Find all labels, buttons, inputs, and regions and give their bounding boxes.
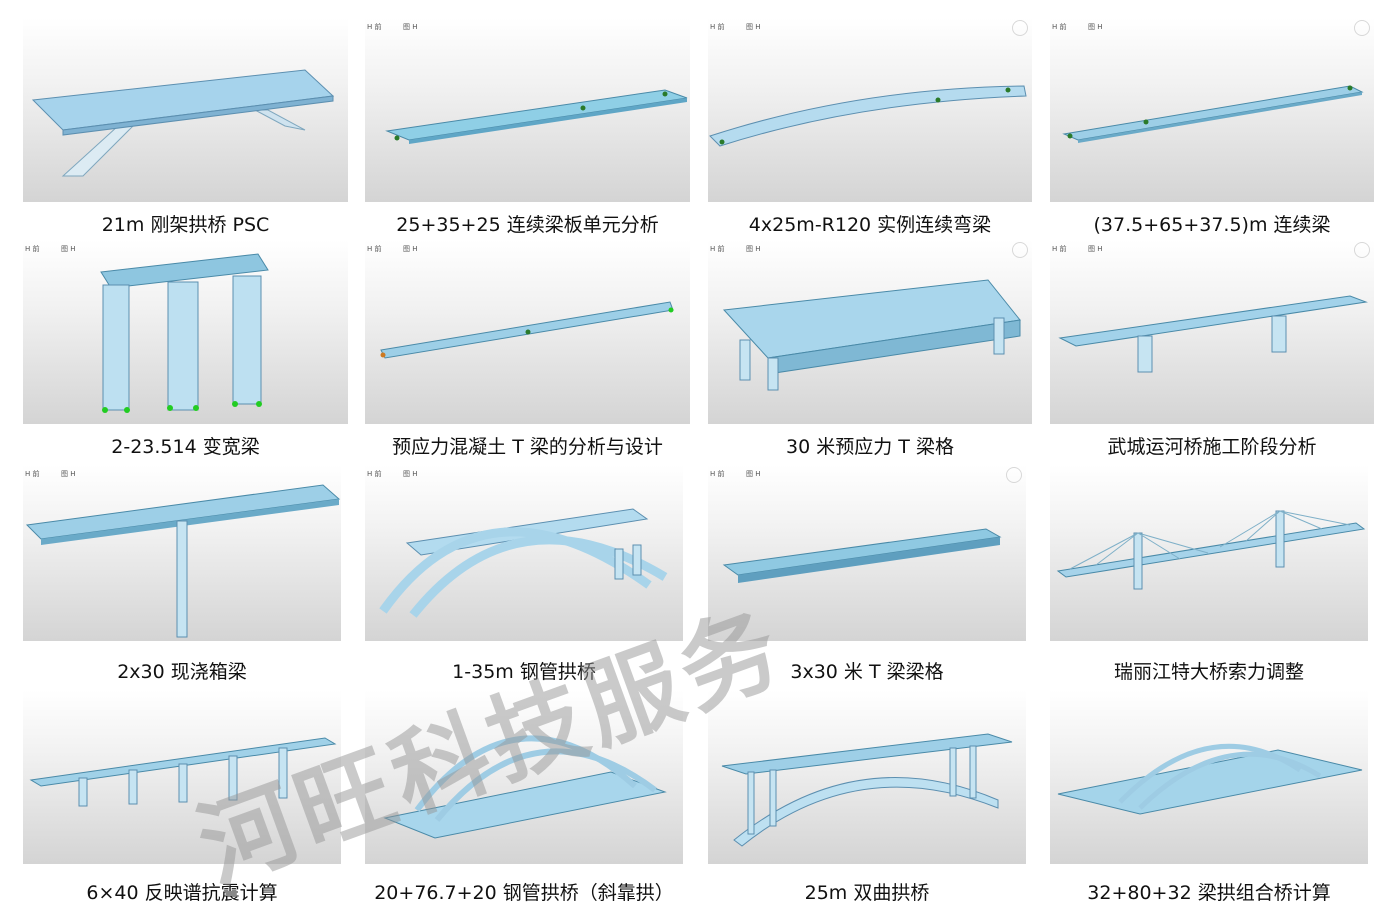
gallery-card[interactable]: 瑞丽江特大桥索力调整 (1050, 465, 1368, 687)
viewport-tag-left: H 前 (25, 245, 40, 253)
viewport-tag-right: 图 H (746, 23, 761, 31)
viewport-tag-left: H 前 (710, 470, 725, 478)
gallery-card[interactable]: H 前 图 H 武城运河桥施工阶段分析 (1050, 240, 1374, 462)
viewport-tag-right: 图 H (61, 470, 76, 478)
bridge-thumbnail (23, 690, 341, 864)
gallery-card[interactable]: 32+80+32 梁拱组合桥计算 (1050, 690, 1368, 910)
card-caption: 21m 刚架拱桥 PSC (101, 214, 270, 236)
viewport-tag-right: 图 H (1088, 245, 1103, 253)
card-caption: 预应力混凝土 T 梁的分析与设计 (392, 436, 663, 458)
viewport-tag-right: 图 H (61, 245, 76, 253)
bridge-thumbnail (23, 18, 348, 202)
bridge-thumbnail: H 前 图 H (1050, 240, 1374, 424)
deck-plate-model (385, 89, 688, 144)
card-caption: (37.5+65+37.5)m 连续梁 (1093, 214, 1331, 236)
card-caption: 1-35m 钢管拱桥 (452, 661, 596, 683)
card-caption: 20+76.7+20 钢管拱桥（斜靠拱） (374, 882, 674, 904)
t-beam-model (380, 301, 674, 359)
viewport-tag-left: H 前 (710, 23, 725, 31)
inclined-arch-model (383, 735, 667, 839)
logo-icon (1354, 20, 1370, 36)
viewport-tag-right: 图 H (403, 23, 418, 31)
t-grillage-3-model (722, 528, 1002, 583)
card-caption: 25m 双曲拱桥 (804, 882, 930, 904)
bridge-thumbnail: H 前 图 H (365, 18, 690, 202)
multi-pier-model (29, 737, 337, 807)
gallery-card[interactable]: H 前 图 H 3x30 米 T 梁梁格 (708, 465, 1026, 687)
bridge-thumbnail (708, 690, 1026, 864)
viewport-tag-right: 图 H (1088, 23, 1103, 31)
gallery-card[interactable]: 21m 刚架拱桥 PSC (23, 18, 348, 240)
logo-icon (1012, 242, 1028, 258)
bridge-thumbnail: H 前 图 H (708, 240, 1032, 424)
bridge-thumbnail: H 前 图 H (365, 240, 690, 424)
card-caption: 2-23.514 变宽梁 (111, 436, 260, 458)
bridge-thumbnail (365, 690, 683, 864)
gallery-card[interactable]: H 前 图 H 预应力混凝土 T 梁的分析与设计 (365, 240, 690, 462)
continuous-beam-model (1062, 85, 1364, 143)
gallery-card[interactable]: 25m 双曲拱桥 (708, 690, 1026, 910)
viewport-tag-right: 图 H (403, 245, 418, 253)
gallery-card[interactable]: H 前 图 H 4x25m-R120 实例连续弯梁 (708, 18, 1032, 240)
box-girder-model (25, 484, 341, 638)
card-caption: 25+35+25 连续梁板单元分析 (396, 214, 659, 236)
t-grillage-model (722, 279, 1021, 391)
bridge-thumbnail: H 前 图 H (23, 240, 348, 424)
viewport-tag-left: H 前 (1052, 23, 1067, 31)
card-caption: 32+80+32 梁拱组合桥计算 (1087, 882, 1331, 904)
gallery-card[interactable]: H 前 图 H 2-23.514 变宽梁 (23, 240, 348, 462)
gallery-card[interactable]: H 前 图 H (37.5+65+37.5)m 连续梁 (1050, 18, 1374, 240)
steel-arch-model (379, 508, 668, 618)
gallery-card[interactable]: 20+76.7+20 钢管拱桥（斜靠拱） (365, 690, 683, 910)
gallery-card[interactable]: H 前 图 H 2x30 现浇箱梁 (23, 465, 341, 687)
bridge-thumbnail: H 前 图 H (708, 18, 1032, 202)
card-caption: 30 米预应力 T 梁格 (786, 436, 954, 458)
double-curve-arch-model (721, 733, 1013, 847)
viewport-tag-left: H 前 (367, 245, 382, 253)
cable-stayed-model (1056, 510, 1366, 590)
viewport-tag-right: 图 H (746, 245, 761, 253)
bridge-thumbnail: H 前 图 H (365, 465, 683, 641)
logo-icon (1354, 242, 1370, 258)
card-caption: 3x30 米 T 梁梁格 (790, 661, 944, 683)
gallery-card[interactable]: H 前 图 H 30 米预应力 T 梁格 (708, 240, 1032, 462)
gallery-card[interactable]: 6×40 反映谱抗震计算 (23, 690, 341, 910)
bridge-thumbnail (1050, 465, 1368, 641)
rigid-frame-arch-model (31, 69, 335, 177)
card-caption: 4x25m-R120 实例连续弯梁 (748, 214, 992, 236)
viewport-tag-right: 图 H (403, 470, 418, 478)
canal-bridge-model (1058, 295, 1368, 373)
bridge-thumbnail (1050, 690, 1368, 864)
card-caption: 2x30 现浇箱梁 (117, 661, 247, 683)
curved-girder-model (709, 85, 1027, 147)
bridge-thumbnail: H 前 图 H (1050, 18, 1374, 202)
bridge-thumbnail: H 前 图 H (23, 465, 341, 641)
viewport-tag-right: 图 H (746, 470, 761, 478)
gallery-card[interactable]: H 前 图 H 25+35+25 连续梁板单元分析 (365, 18, 690, 240)
beam-arch-model (1057, 743, 1363, 815)
card-caption: 武城运河桥施工阶段分析 (1107, 436, 1317, 458)
bridge-thumbnail: H 前 图 H (708, 465, 1026, 641)
gallery-card[interactable]: H 前 图 H 1-35m 钢管拱桥 (365, 465, 683, 687)
logo-icon (1012, 20, 1028, 36)
card-caption: 6×40 反映谱抗震计算 (86, 882, 278, 904)
tower-frame-model (100, 253, 269, 413)
logo-icon (1006, 467, 1022, 483)
viewport-tag-left: H 前 (367, 470, 382, 478)
card-caption: 瑞丽江特大桥索力调整 (1113, 661, 1304, 683)
viewport-tag-left: H 前 (710, 245, 725, 253)
viewport-tag-left: H 前 (367, 23, 382, 31)
viewport-tag-left: H 前 (25, 470, 40, 478)
viewport-tag-left: H 前 (1052, 245, 1067, 253)
